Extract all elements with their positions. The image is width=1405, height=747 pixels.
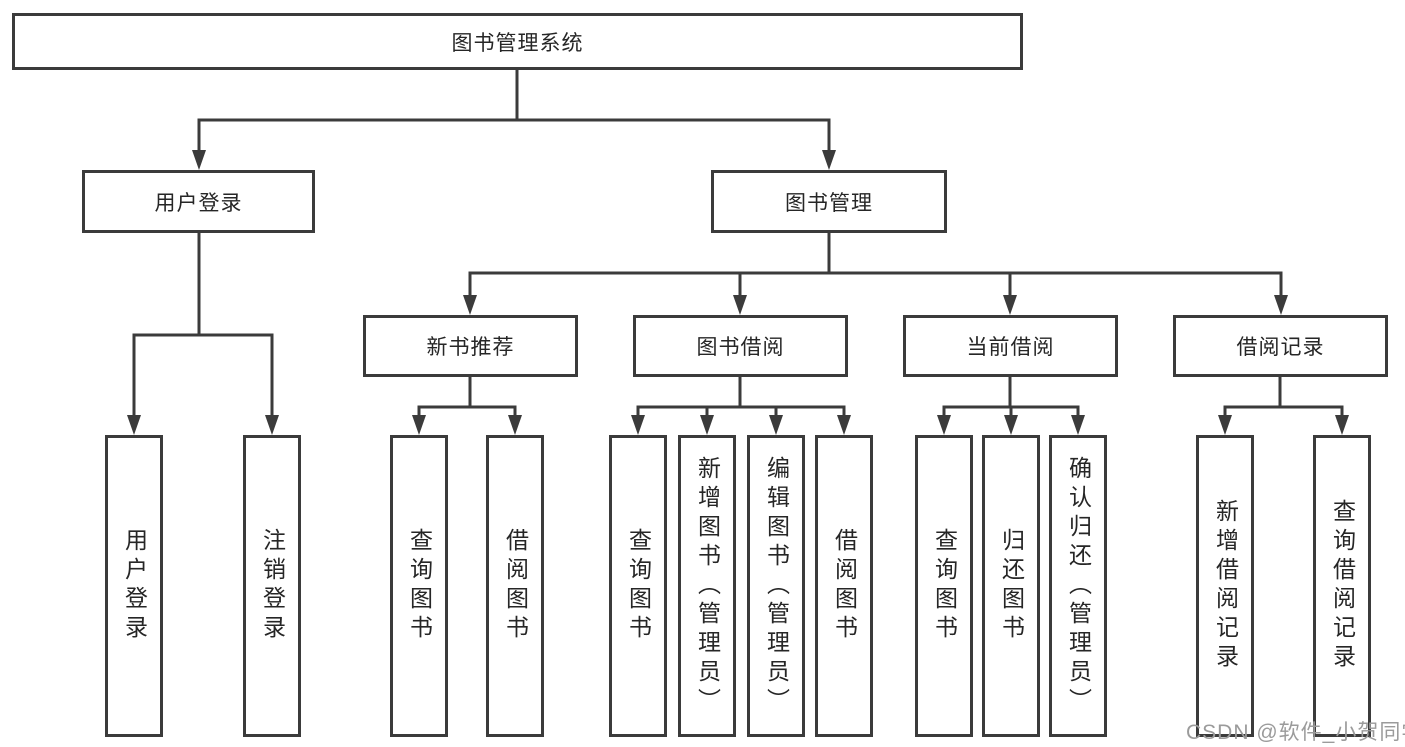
leaf-add-book-admin-label: 新增图书（管理员） xyxy=(694,455,721,717)
leaf-query-books-borrowing-label: 查询图书 xyxy=(625,528,652,644)
node-book-management-label: 图书管理 xyxy=(785,191,873,215)
node-user-login: 用户登录 xyxy=(82,170,315,233)
node-user-login-label: 用户登录 xyxy=(154,191,243,215)
node-new-book-recommend-label: 新书推荐 xyxy=(426,336,515,359)
leaf-query-borrow-record-label: 查询借阅记录 xyxy=(1329,499,1356,673)
leaf-query-books-recommend-label: 查询图书 xyxy=(406,528,433,644)
node-library-system: 图书管理系统 xyxy=(12,13,1023,70)
leaf-confirm-return-admin: 确认归还（管理员） xyxy=(1049,435,1107,737)
leaf-user-login-label: 用户登录 xyxy=(121,528,148,644)
leaf-query-books-borrowing: 查询图书 xyxy=(609,435,667,737)
arrowheads xyxy=(127,150,1349,435)
node-book-borrowing-label: 图书借阅 xyxy=(696,336,785,359)
leaf-confirm-return-admin-label: 确认归还（管理员） xyxy=(1065,455,1092,717)
leaf-add-book-admin: 新增图书（管理员） xyxy=(678,435,736,737)
node-borrowing-records: 借阅记录 xyxy=(1173,315,1388,377)
leaf-borrow-books-borrowing: 借阅图书 xyxy=(815,435,873,737)
node-current-borrowing: 当前借阅 xyxy=(903,315,1118,377)
node-book-management: 图书管理 xyxy=(711,170,947,233)
leaf-borrow-books-recommend-label: 借阅图书 xyxy=(502,528,529,644)
leaf-return-books: 归还图书 xyxy=(982,435,1040,737)
leaf-edit-book-admin: 编辑图书（管理员） xyxy=(747,435,805,737)
node-borrowing-records-label: 借阅记录 xyxy=(1236,336,1325,359)
leaf-add-borrow-record: 新增借阅记录 xyxy=(1196,435,1254,737)
leaf-return-books-label: 归还图书 xyxy=(998,528,1025,644)
node-library-system-label: 图书管理系统 xyxy=(451,31,584,55)
leaf-logout: 注销登录 xyxy=(243,435,301,737)
node-current-borrowing-label: 当前借阅 xyxy=(966,336,1055,359)
leaf-query-books-current: 查询图书 xyxy=(915,435,973,737)
node-book-borrowing: 图书借阅 xyxy=(633,315,848,377)
node-new-book-recommend: 新书推荐 xyxy=(363,315,578,377)
leaf-edit-book-admin-label: 编辑图书（管理员） xyxy=(763,455,790,717)
leaf-logout-label: 注销登录 xyxy=(259,528,286,644)
leaf-query-books-recommend: 查询图书 xyxy=(390,435,448,737)
leaf-borrow-books-recommend: 借阅图书 xyxy=(486,435,544,737)
leaf-add-borrow-record-label: 新增借阅记录 xyxy=(1212,499,1239,673)
leaf-query-borrow-record: 查询借阅记录 xyxy=(1313,435,1371,737)
leaf-query-books-current-label: 查询图书 xyxy=(931,528,958,644)
leaf-user-login: 用户登录 xyxy=(105,435,163,737)
leaf-borrow-books-borrowing-label: 借阅图书 xyxy=(831,528,858,644)
csdn-watermark: CSDN @软件_小贺同学 xyxy=(1186,721,1405,744)
